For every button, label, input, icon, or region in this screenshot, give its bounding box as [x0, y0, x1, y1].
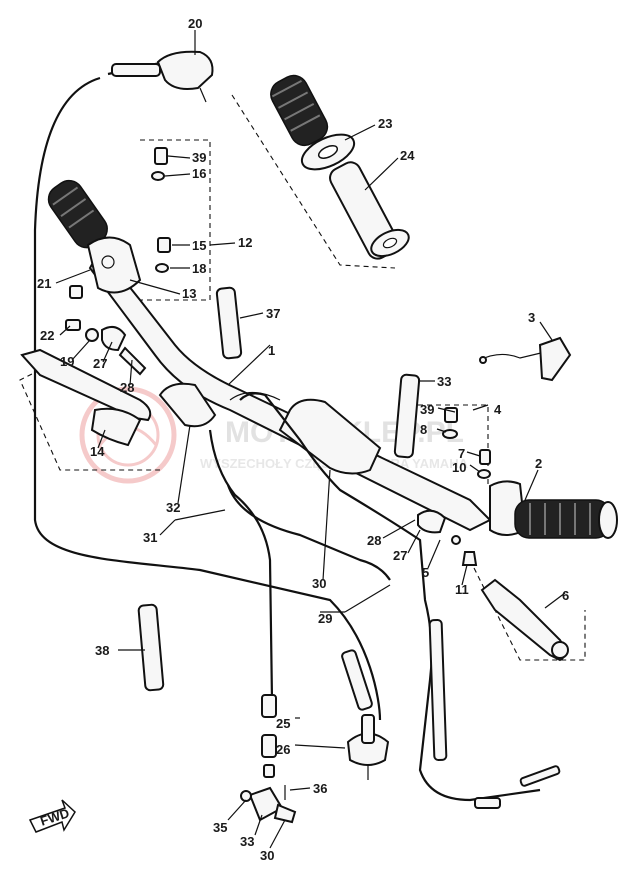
callout-2: 2 [535, 456, 542, 471]
callout-14: 14 [90, 444, 105, 459]
handlebar-pad-part [158, 382, 382, 475]
callout-31: 31 [143, 530, 157, 545]
callout-16: 16 [192, 166, 206, 181]
callout-24: 24 [400, 148, 415, 163]
clutch-cable [208, 429, 274, 701]
callout-33-top: 33 [437, 374, 451, 389]
callout-33-bottom: 33 [240, 834, 254, 849]
brake-lever-part [480, 578, 569, 662]
cable-cap-part [346, 714, 390, 780]
callout-19: 19 [60, 354, 74, 369]
callout-12: 12 [238, 235, 252, 250]
callout-20: 20 [188, 16, 202, 31]
callout-39-right: 39 [420, 402, 434, 417]
handlebar-part [47, 179, 492, 532]
throttle-housing-part [111, 50, 214, 103]
throttle-cable [33, 76, 382, 721]
callout-8: 8 [420, 422, 427, 437]
callout-5: 5 [422, 565, 429, 580]
callout-7: 7 [458, 446, 465, 461]
callout-23: 23 [378, 116, 392, 131]
callout-29: 29 [318, 611, 332, 626]
leader-lines [55, 30, 566, 849]
callout-27-left: 27 [93, 356, 107, 371]
callout-38: 38 [95, 643, 109, 658]
callout-27-right: 27 [393, 548, 407, 563]
callout-13: 13 [182, 286, 196, 301]
callout-4: 4 [494, 402, 502, 417]
callout-18: 18 [192, 261, 206, 276]
callout-32: 32 [166, 500, 180, 515]
callout-10: 10 [452, 460, 466, 475]
kill-switch-part [479, 336, 572, 382]
callout-35: 35 [213, 820, 227, 835]
callout-1: 1 [268, 343, 275, 358]
callout-30-bottom: 30 [260, 848, 274, 863]
cable-straps [137, 286, 421, 692]
callout-21: 21 [37, 276, 51, 291]
callout-26: 26 [276, 742, 290, 757]
callout-37: 37 [266, 306, 280, 321]
clutch-lever-part [20, 348, 152, 447]
callout-22: 22 [40, 328, 54, 343]
callout-3: 3 [528, 310, 535, 325]
fwd-arrow-icon: FWD [28, 799, 76, 833]
callout-labels: 20 23 24 39 16 15 12 18 21 13 37 22 19 2… [37, 16, 569, 863]
callout-36: 36 [313, 781, 327, 796]
callout-11: 11 [455, 582, 469, 597]
callout-15: 15 [192, 238, 206, 253]
bolt-stack-left [65, 147, 171, 376]
right-grip-part [489, 480, 618, 539]
grip-set-part [231, 74, 410, 269]
callout-25: 25 [276, 716, 290, 731]
callout-28-right: 28 [367, 533, 381, 548]
callout-28-left: 28 [120, 380, 134, 395]
watermark-logo-icon [79, 386, 177, 484]
lower-cable-adjuster [240, 694, 297, 824]
callout-39-top: 39 [192, 150, 206, 165]
callout-6: 6 [562, 588, 569, 603]
bolt-stack-right [417, 407, 491, 566]
callout-30-mid: 30 [312, 576, 326, 591]
